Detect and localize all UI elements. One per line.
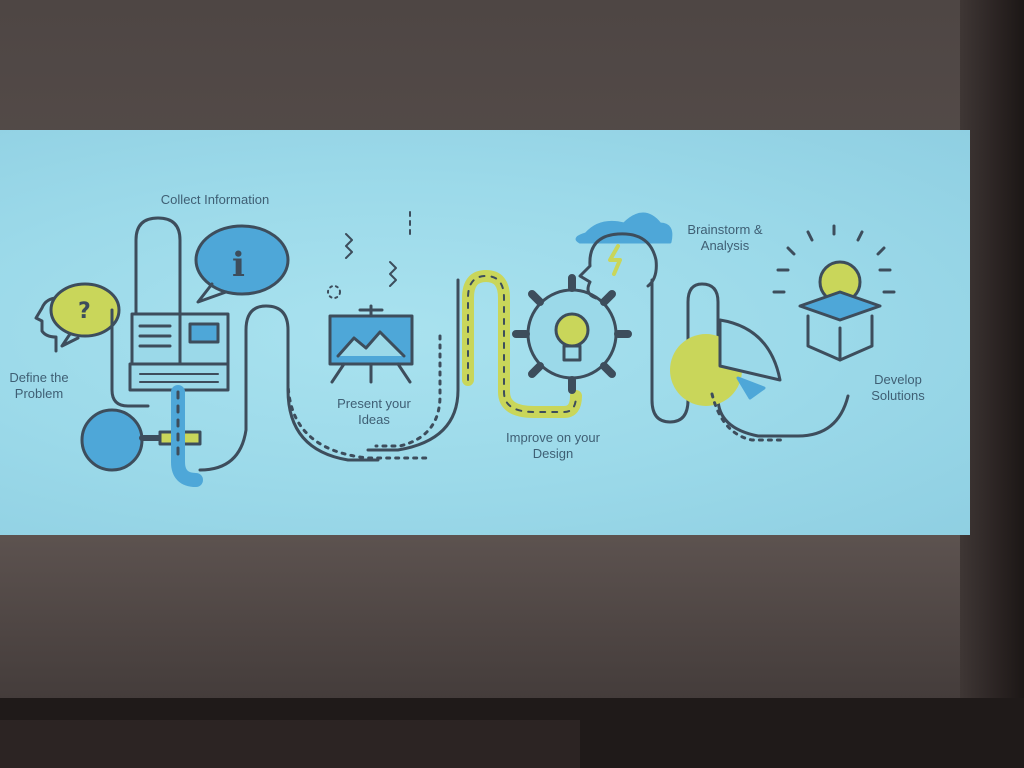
projector-screen-edge xyxy=(960,0,1024,700)
step-label-collect: Collect Information xyxy=(160,192,270,207)
info-speech-bubble-icon: i xyxy=(194,224,290,304)
question-speech-bubble-icon: ? xyxy=(49,282,121,348)
gear-lightbulb-icon xyxy=(512,274,632,394)
head-profile-icon xyxy=(34,296,60,353)
step-label-improve: Improve on your Design xyxy=(506,430,600,461)
pie-chart-icon xyxy=(670,318,782,406)
magnifier-icon xyxy=(80,408,202,472)
design-process-illustration: ? i xyxy=(34,211,896,487)
head-cloud-icon xyxy=(575,212,673,300)
easel-icon xyxy=(328,304,414,384)
box-lightbulb-icon xyxy=(772,224,896,362)
step-label-define: Define the Problem xyxy=(9,370,69,401)
svg-text:i: i xyxy=(232,245,245,285)
projected-slide: ? i xyxy=(0,130,970,535)
step-label-present: Present your Ideas xyxy=(337,396,411,427)
book-laptop-icon xyxy=(128,312,230,392)
step-label-brainstorm: Brainstorm & Analysis xyxy=(687,222,763,253)
svg-text:?: ? xyxy=(78,299,91,324)
floor-reflection xyxy=(0,720,580,768)
step-label-develop: Develop Solutions xyxy=(871,372,925,403)
